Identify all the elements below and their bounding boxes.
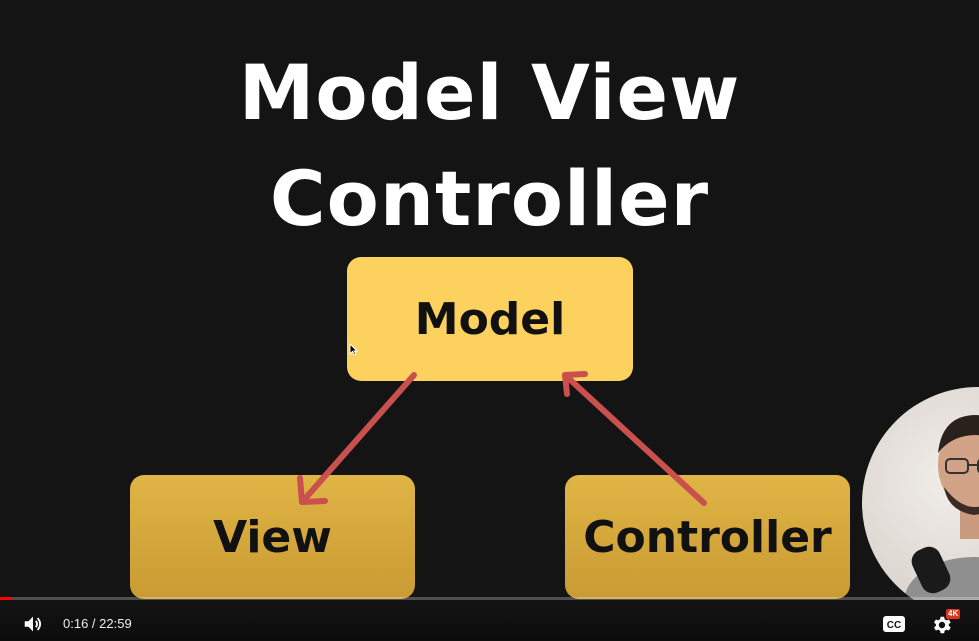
view-box: View [130,475,415,599]
gear-icon[interactable] [930,613,954,637]
model-box: Model [347,257,633,381]
time-display: 0:16 / 22:59 [63,615,132,633]
cc-icon[interactable]: CC [882,614,906,634]
mouse-cursor-icon [349,343,358,356]
controller-box-label: Controller [583,511,832,563]
presenter-image [904,415,979,600]
controller-box: Controller [565,475,850,599]
progress-bar-fill [0,597,12,600]
player-controls [0,600,979,641]
quality-badge: 4K [946,609,961,619]
duration: 22:59 [99,616,132,631]
view-box-label: View [213,511,332,563]
volume-icon[interactable] [22,613,44,635]
video-frame[interactable]: Model View Controller Model View Control… [0,0,979,600]
progress-bar[interactable] [0,597,979,600]
current-time: 0:16 [63,616,89,631]
model-box-label: Model [414,293,566,345]
slide-title-line-1: Model View [238,48,741,137]
slide-title: Model View Controller [0,40,979,252]
cc-label: CC [887,620,901,631]
presenter-webcam [862,387,979,600]
time-separator: / [88,616,100,631]
slide-title-line-2: Controller [269,154,710,243]
